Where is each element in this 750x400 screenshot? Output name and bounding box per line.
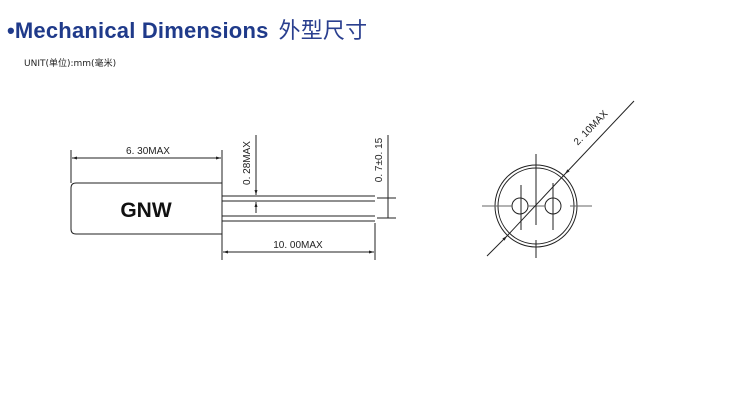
body-length-label: 6. 30MAX — [126, 146, 170, 157]
lead-pitch-label: 0. 7±0. 15 — [374, 137, 385, 182]
crystal-body-outline — [70, 182, 223, 235]
title-chinese: 外型尺寸 — [278, 19, 368, 44]
side-view — [70, 135, 396, 260]
body-label: GNW — [120, 199, 172, 222]
title-english: Mechanical Dimensions — [14, 18, 269, 43]
end-view — [482, 100, 635, 258]
outer-diameter-label: 2. 10MAX — [572, 108, 611, 147]
unit-note: UNIT(单位):mm(毫米) — [24, 59, 117, 69]
page-title: •Mechanical Dimensions 外型尺寸 — [7, 13, 367, 45]
lead-diameter-label: 0. 28MAX — [242, 141, 253, 185]
lead-length-label: 10. 00MAX — [273, 240, 323, 251]
bullet-icon: • — [7, 18, 15, 43]
outer-diameter-dimension-line — [564, 100, 635, 175]
